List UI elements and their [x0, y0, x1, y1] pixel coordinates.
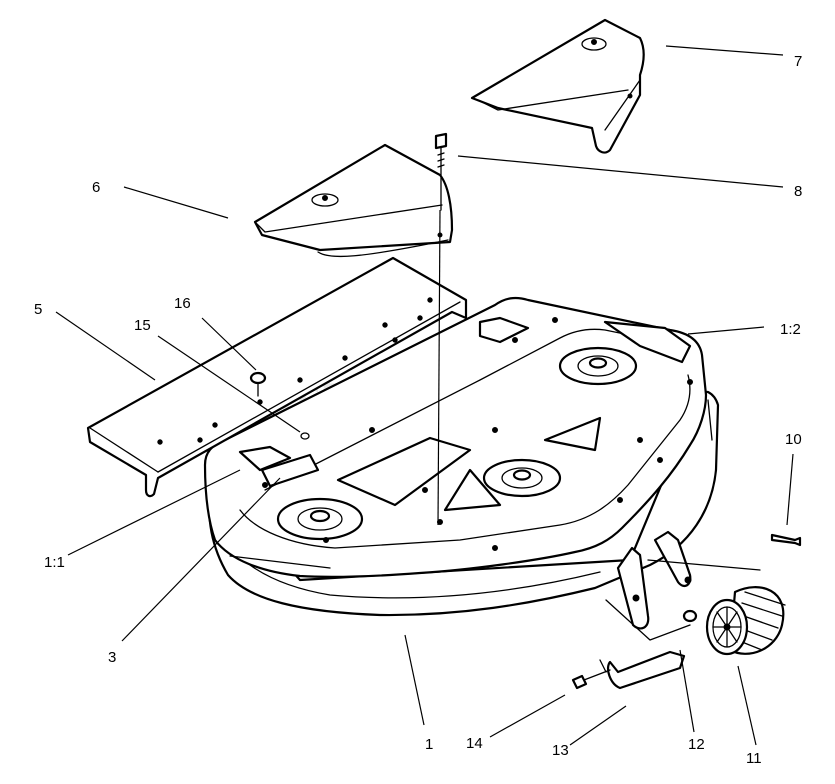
callout-1-1: 1:1	[44, 554, 65, 571]
callout-1: 1	[425, 736, 433, 753]
callout-6: 6	[92, 179, 100, 196]
callout-1-2: 1:2	[780, 321, 801, 338]
callout-3: 3	[108, 649, 116, 666]
wheel-bracket-assembly	[571, 530, 802, 690]
callout-7: 7	[794, 53, 802, 70]
belt-cover-front	[253, 143, 454, 258]
callout-12: 12	[688, 736, 705, 753]
callout-11: 11	[746, 750, 762, 767]
callout-10: 10	[785, 431, 802, 448]
callout-labels: 7 8 6 5 16 15 1:2 10 1:1 3 1 14 13 12 11	[34, 53, 802, 767]
bolt	[434, 132, 448, 526]
callout-16: 16	[174, 295, 191, 312]
callout-8: 8	[794, 183, 802, 200]
callout-13: 13	[552, 742, 569, 759]
mower-deck	[203, 296, 720, 617]
deck-baffle	[86, 256, 468, 498]
callout-15: 15	[134, 317, 151, 334]
gauge-wheel	[705, 586, 786, 656]
decals	[260, 453, 320, 488]
locknut-and-washer	[249, 371, 310, 440]
callout-14: 14	[466, 735, 483, 752]
callout-5: 5	[34, 301, 42, 318]
leader-lines	[55, 45, 794, 746]
belt-cover-rear	[470, 18, 645, 154]
